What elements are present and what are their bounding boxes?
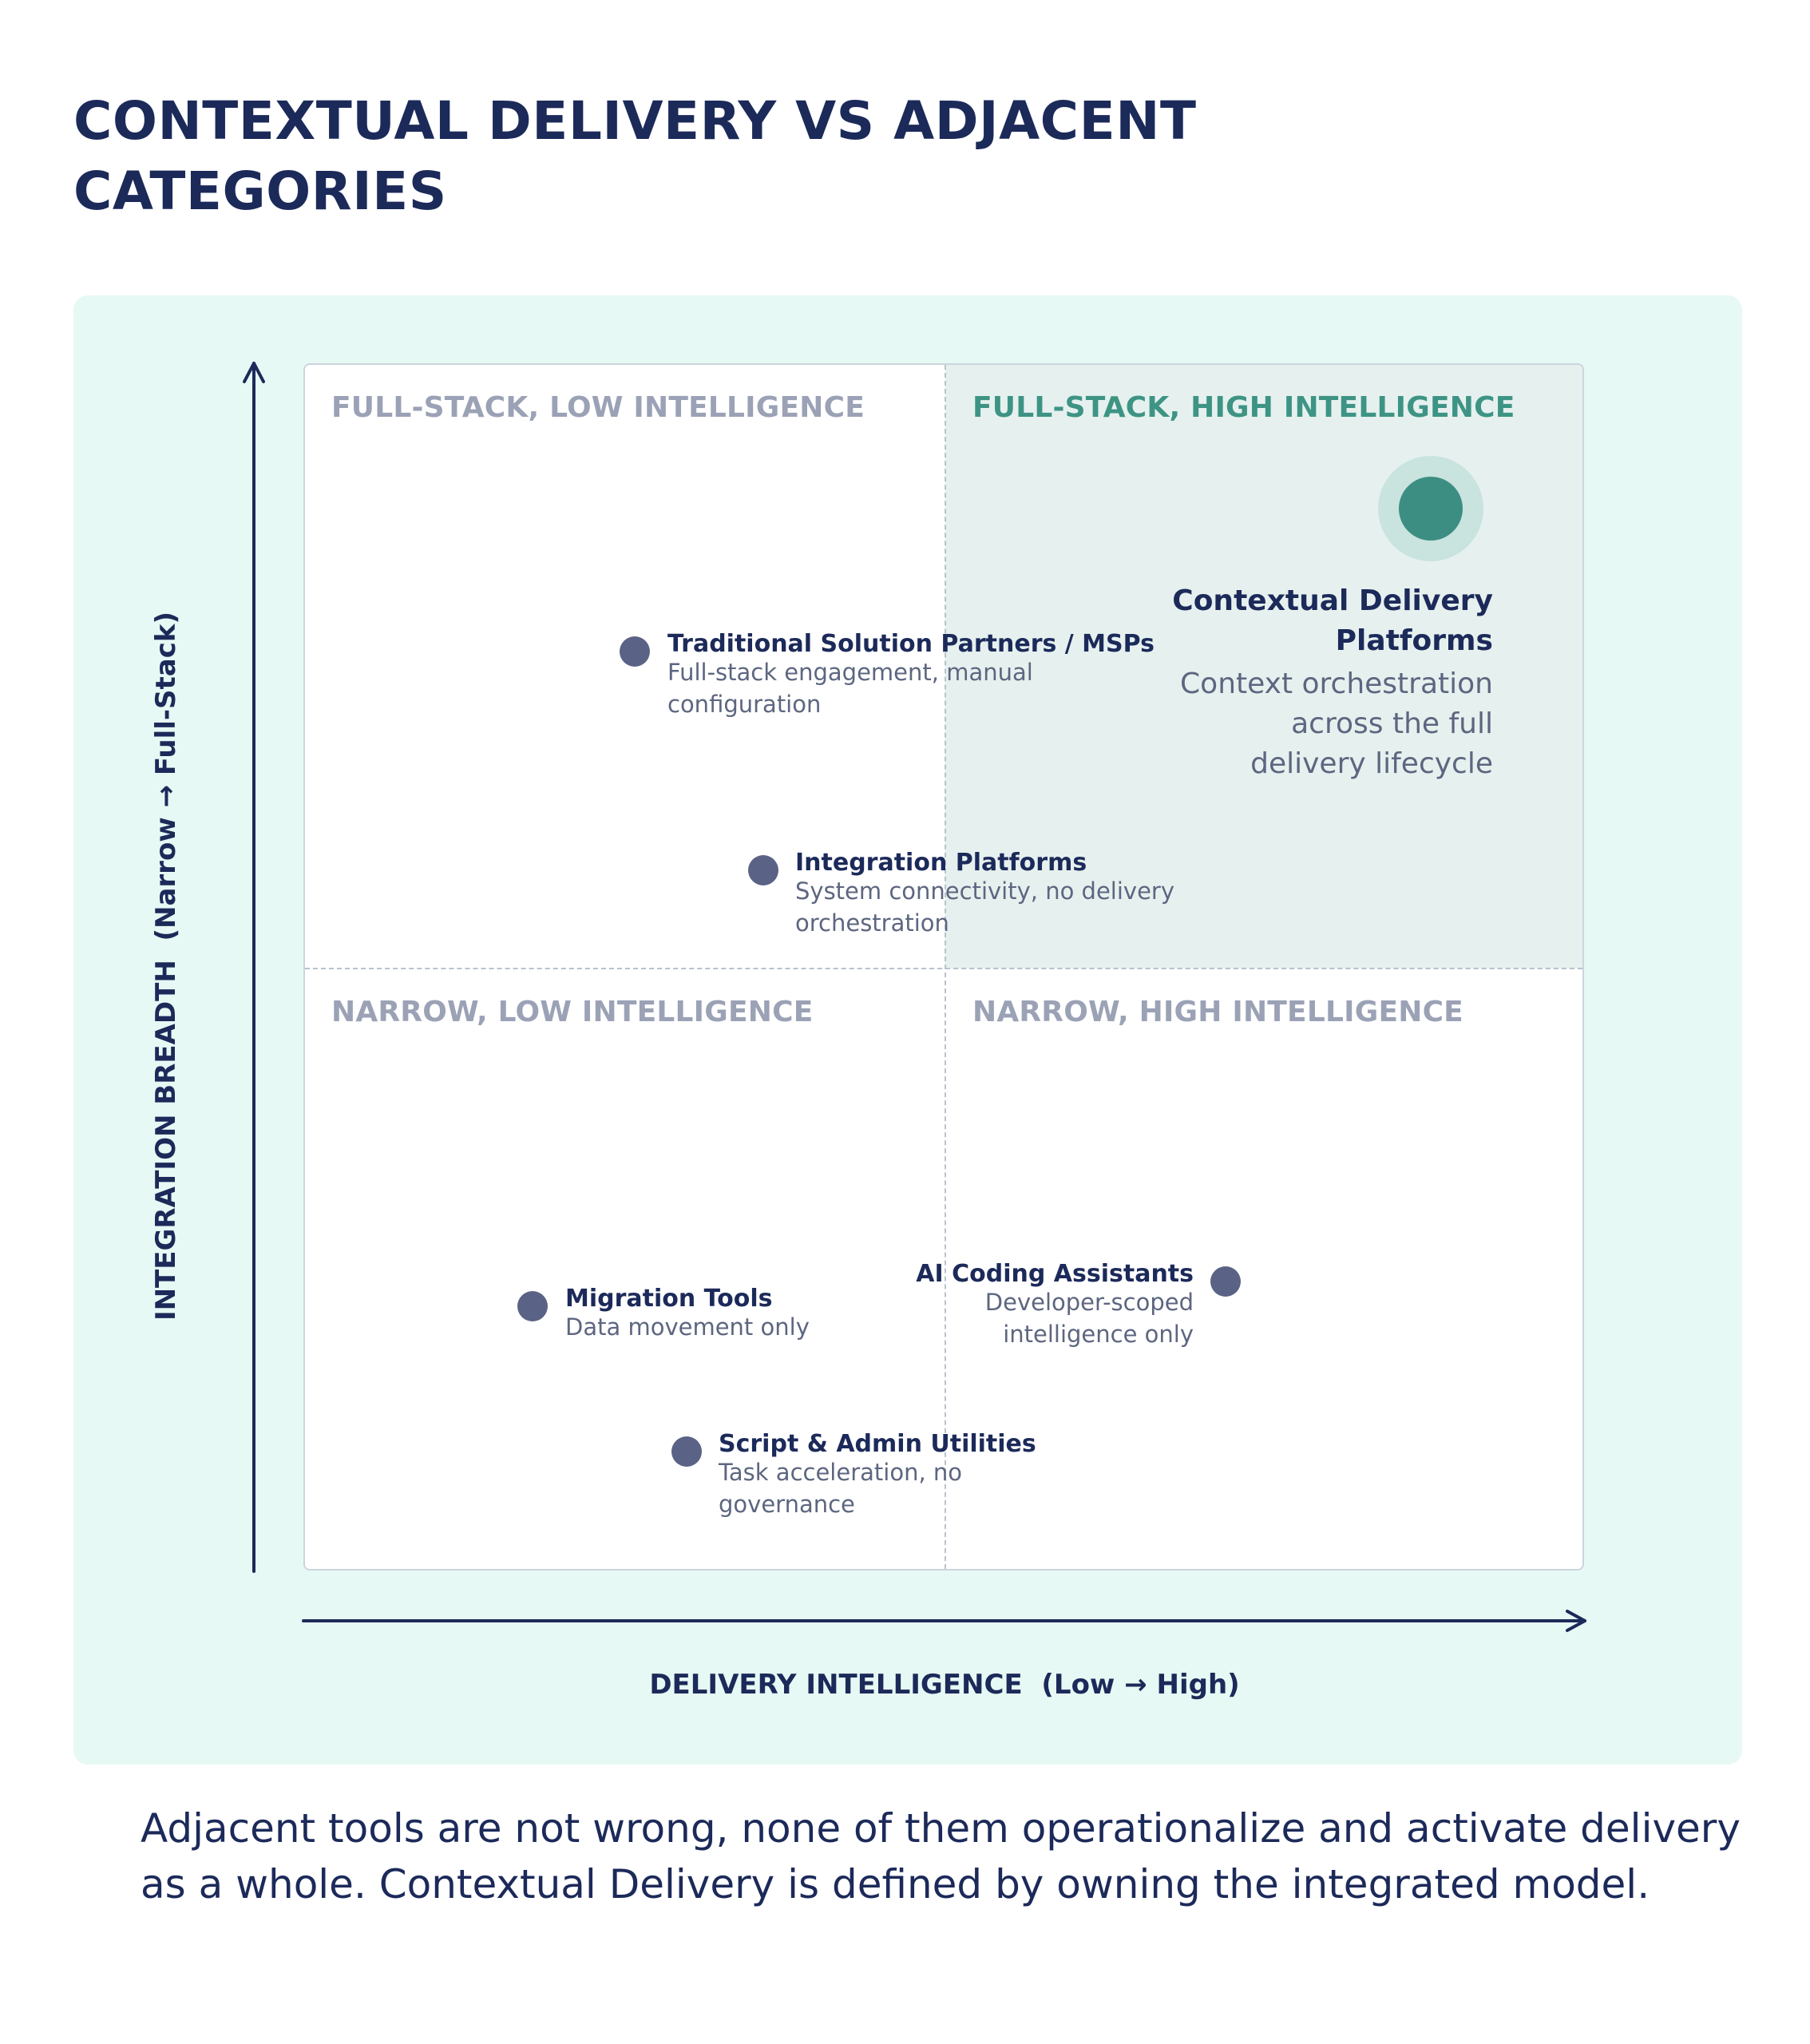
desc-ai-coding-assistants: Developer-scoped intelligence only bbox=[985, 1286, 1194, 1350]
hero-description: Context orchestration across the full de… bbox=[1180, 664, 1493, 784]
label-script-admin-utilities: Script & Admin Utilities bbox=[719, 1430, 1036, 1458]
hero-title: Contextual Delivery Platforms bbox=[1172, 581, 1493, 661]
page-title: CONTEXTUAL DELIVERY VS ADJACENT CATEGORI… bbox=[73, 90, 1197, 222]
quadrant-label-bottom-left: NARROW, LOW INTELLIGENCE bbox=[331, 996, 814, 1028]
y-axis-range: (Narrow → Full-Stack) bbox=[150, 611, 182, 941]
footer-text: Adjacent tools are not wrong, none of th… bbox=[141, 1805, 1741, 1907]
desc-line: configuration bbox=[667, 691, 822, 718]
desc-line: Data movement only bbox=[565, 1313, 810, 1341]
desc-line: Task acceleration, no bbox=[719, 1459, 963, 1486]
x-axis-label: DELIVERY INTELLIGENCE (Low → High) bbox=[465, 1669, 1424, 1701]
label-integration-platforms: Integration Platforms bbox=[795, 849, 1087, 877]
hero-desc-line-3: delivery lifecycle bbox=[1250, 747, 1493, 780]
quadrant-label-bottom-right: NARROW, HIGH INTELLIGENCE bbox=[972, 996, 1463, 1028]
desc-line: orchestration bbox=[795, 909, 949, 937]
hero-title-line-2: Platforms bbox=[1335, 624, 1493, 657]
quadrant-label-top-left: FULL-STACK, LOW INTELLIGENCE bbox=[331, 391, 865, 424]
desc-line: System connectivity, no delivery bbox=[795, 877, 1175, 905]
desc-line: Full-stack engagement, manual bbox=[667, 659, 1033, 686]
x-axis-range: (Low → High) bbox=[1041, 1669, 1240, 1701]
point-ai-coding-assistants bbox=[1210, 1266, 1241, 1297]
hero-point bbox=[1399, 477, 1463, 541]
point-traditional-partners bbox=[620, 636, 650, 667]
vertical-divider bbox=[945, 365, 946, 1569]
hero-desc-line-2: across the full bbox=[1291, 707, 1493, 740]
hero-title-line-1: Contextual Delivery bbox=[1172, 584, 1493, 617]
x-axis-arrowhead bbox=[1566, 1610, 1586, 1632]
point-script-admin-utilities bbox=[671, 1436, 702, 1467]
y-axis-title: INTEGRATION BREADTH bbox=[150, 960, 182, 1321]
highlight-quadrant bbox=[945, 365, 1582, 969]
quadrant-label-top-right: FULL-STACK, HIGH INTELLIGENCE bbox=[972, 391, 1515, 424]
desc-line: intelligence only bbox=[1003, 1321, 1194, 1348]
x-axis-title: DELIVERY INTELLIGENCE bbox=[649, 1669, 1023, 1701]
horizontal-divider bbox=[305, 968, 1582, 969]
quadrant-grid bbox=[303, 363, 1584, 1571]
label-traditional-partners: Traditional Solution Partners / MSPs bbox=[667, 630, 1155, 658]
label-ai-coding-assistants: AI Coding Assistants bbox=[916, 1260, 1194, 1288]
desc-integration-platforms: System connectivity, no delivery orchest… bbox=[795, 875, 1174, 939]
desc-traditional-partners: Full-stack engagement, manual configurat… bbox=[667, 656, 1033, 720]
desc-line: governance bbox=[719, 1491, 855, 1518]
point-migration-tools bbox=[517, 1291, 548, 1321]
label-migration-tools: Migration Tools bbox=[565, 1285, 773, 1313]
point-integration-platforms bbox=[748, 855, 778, 885]
desc-script-admin-utilities: Task acceleration, no governance bbox=[719, 1456, 962, 1520]
desc-migration-tools: Data movement only bbox=[565, 1311, 810, 1343]
hero-desc-line-1: Context orchestration bbox=[1180, 667, 1493, 700]
y-axis-arrowhead bbox=[243, 362, 265, 383]
y-axis-label: INTEGRATION BREADTH (Narrow → Full-Stack… bbox=[150, 487, 182, 1445]
desc-line: Developer-scoped bbox=[984, 1289, 1194, 1316]
